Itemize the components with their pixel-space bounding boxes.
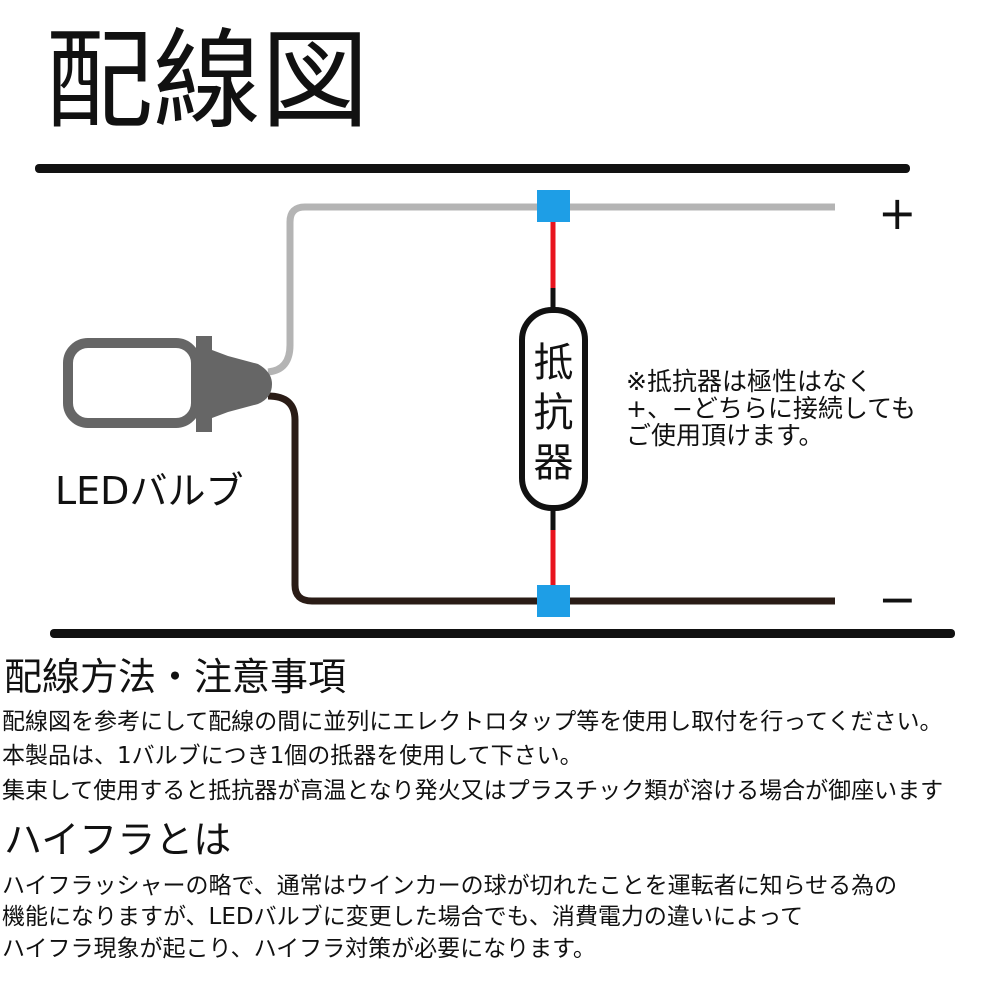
tap-connector-top (537, 190, 570, 222)
note-line: ※抵抗器は極性はなく (626, 367, 872, 396)
section-heading-hyper-flash: ハイフラとは (4, 818, 232, 862)
body-line: ハイフラ現象が起こり、ハイフラ対策が必要になります。 (2, 936, 596, 962)
resistor-body (519, 307, 588, 511)
body-line: 機能になりますが、LEDバルブに変更した場合でも、消費電力の違いによって (2, 904, 804, 930)
negative-wire (267, 392, 835, 605)
body-line: 配線図を参考にして配線の間に並列にエレクトロタップ等を使用し取付を行ってください… (2, 709, 943, 735)
resistor-label-char: 抵 (533, 340, 574, 386)
polarity-note: ※抵抗器は極性はなく +、−どちらに接続しても ご使用頂けます。 (626, 368, 916, 449)
body-line: 本製品は、1バルブにつき1個の抵器を使用して下さい。 (2, 743, 583, 769)
top-divider (35, 164, 910, 173)
bottom-divider (50, 629, 955, 638)
body-line: 集束して使用すると抵抗器が高温となり発火又はプラスチック類が溶ける場合が御座いま… (2, 778, 944, 804)
positive-wire (267, 203, 835, 376)
plus-terminal-label: + (878, 186, 917, 240)
section-heading-wiring-method: 配線方法・注意事項 (4, 655, 347, 699)
tap-connector-bottom (537, 585, 570, 617)
resistor-label-char: 抗 (533, 390, 574, 436)
led-bulb-icon (63, 336, 272, 432)
resistor-label-char: 器 (533, 440, 574, 486)
body-line: ハイフラッシャーの略で、通常はウインカーの球が切れたことを運転者に知らせる為の (2, 873, 898, 899)
note-line: +、−どちらに接続しても (626, 394, 916, 423)
minus-terminal-label: − (878, 572, 917, 626)
resistor-label: 抵 抗 器 (522, 338, 585, 488)
page-title: 配線図 (45, 19, 370, 144)
bulb-label: LEDバルブ (55, 469, 244, 513)
note-line: ご使用頂けます。 (626, 421, 824, 450)
